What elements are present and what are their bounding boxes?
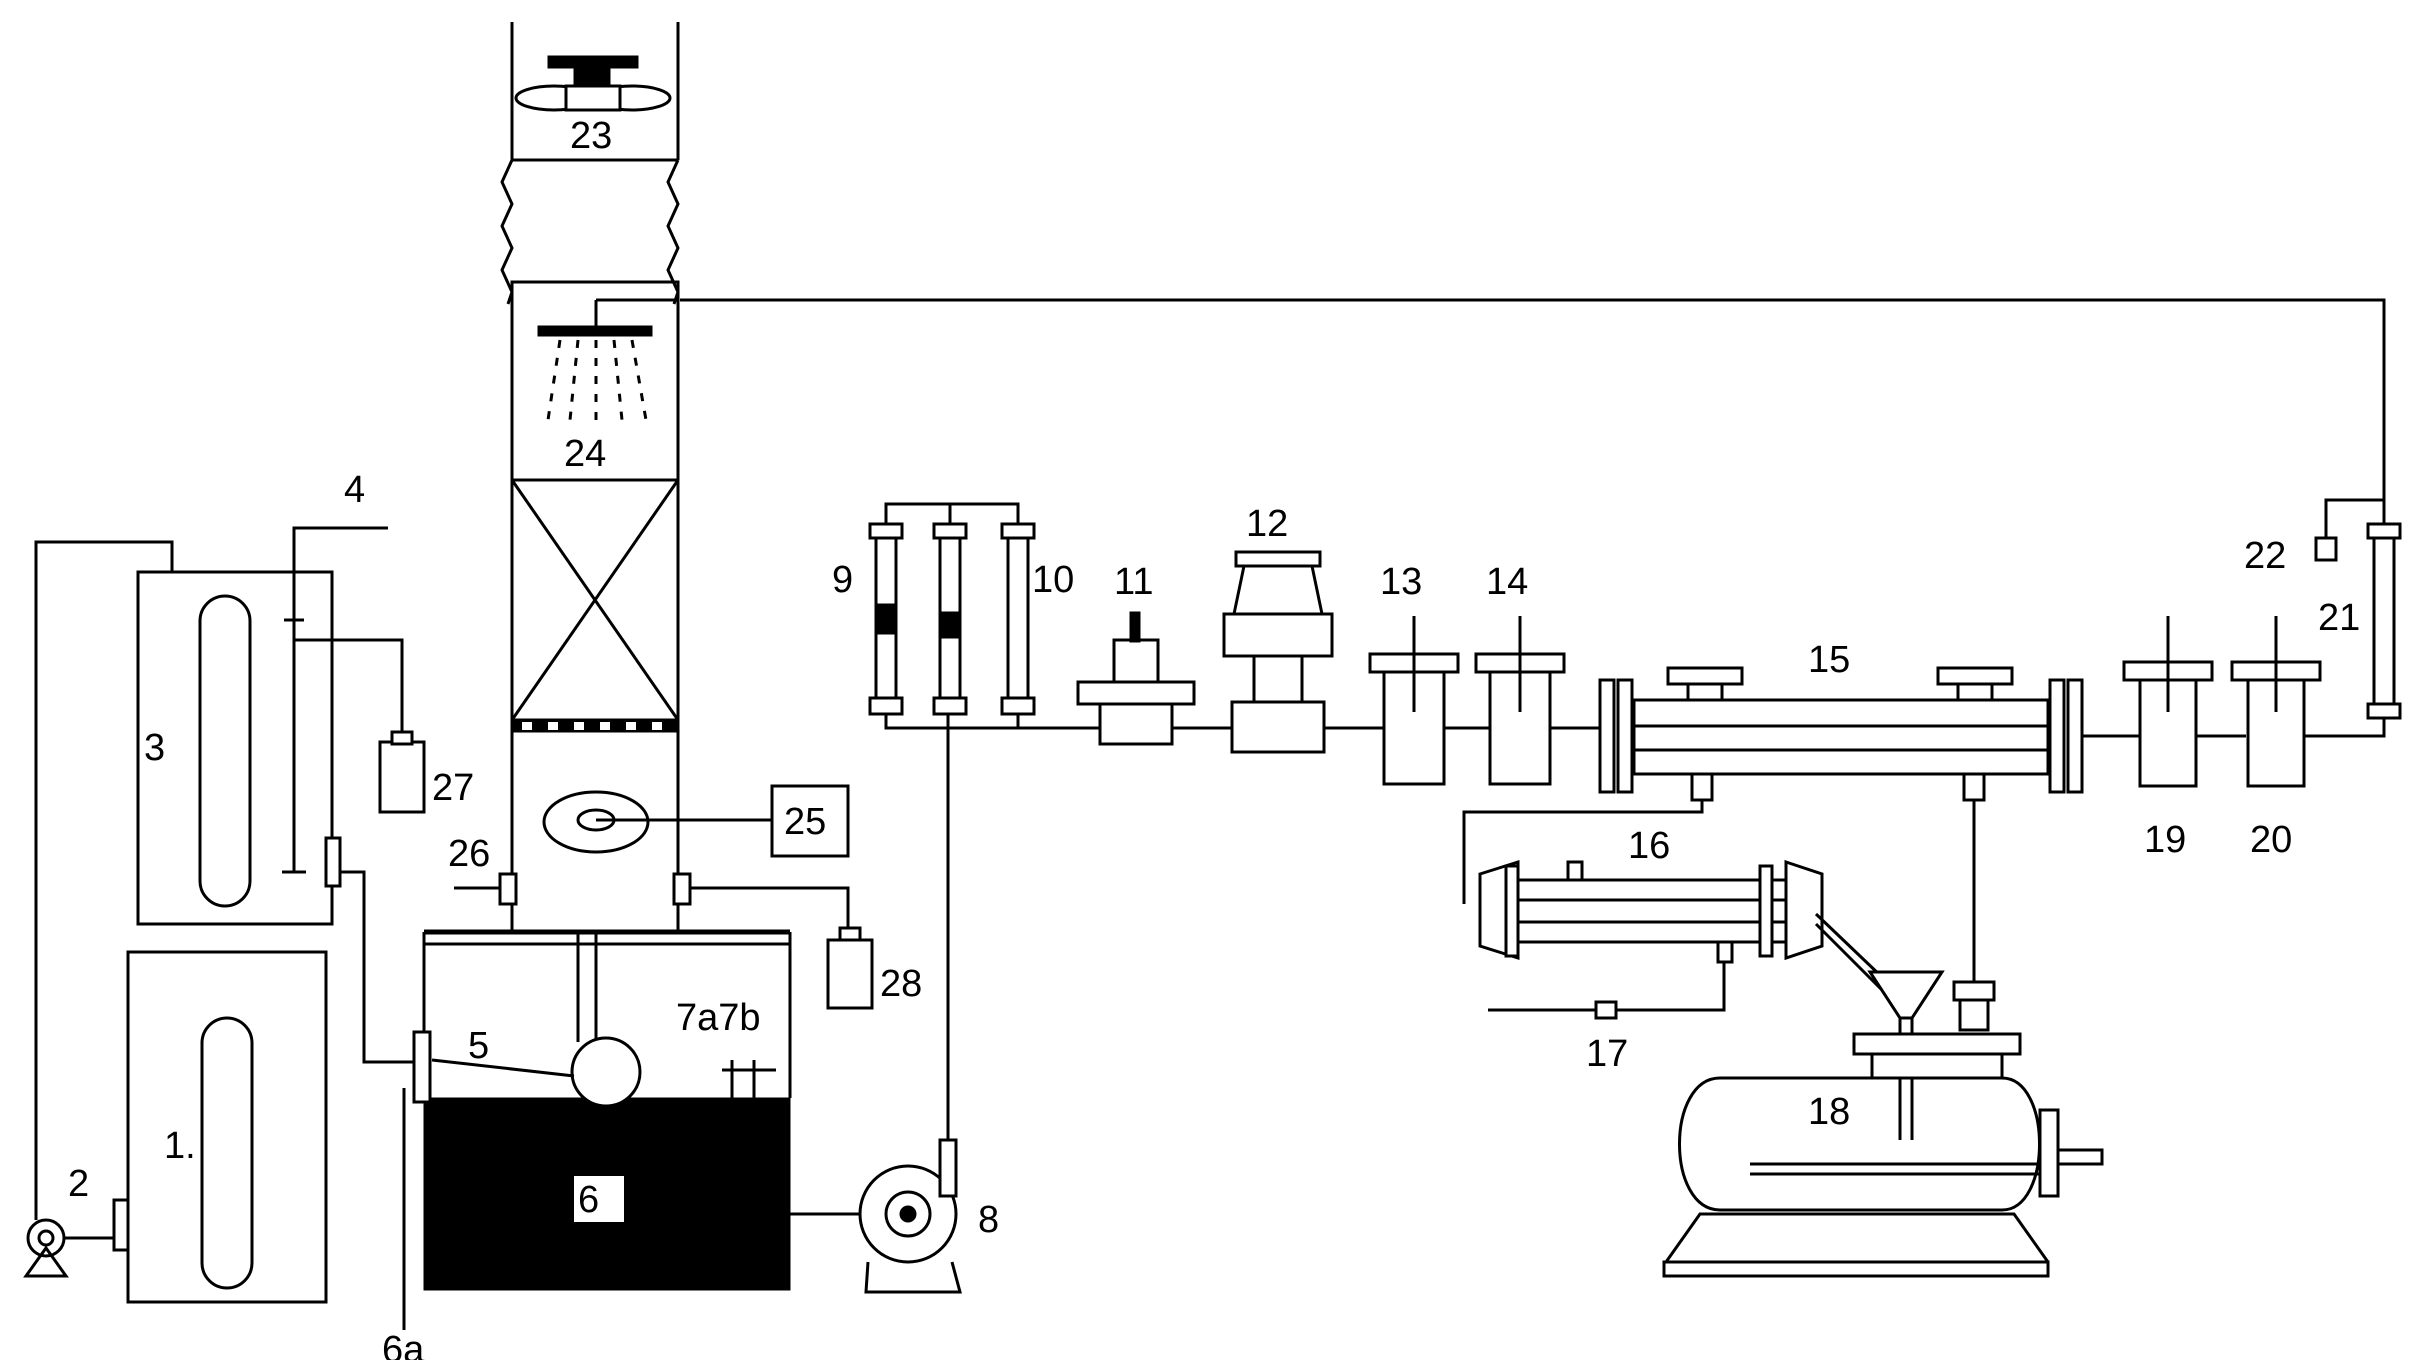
label-7a7b: 7a7b: [676, 997, 761, 1039]
label-20: 20: [2250, 819, 2292, 861]
box-25: [770, 784, 850, 858]
label-26: 26: [448, 833, 490, 875]
label-1: 1.: [164, 1125, 196, 1167]
evaporator-18: [1662, 800, 2104, 1278]
label-12: 12: [1246, 503, 1288, 545]
label-15: 15: [1808, 639, 1850, 681]
label-3: 3: [144, 727, 165, 769]
unit-12: [1222, 550, 1384, 754]
label-6a: 6a: [382, 1329, 425, 1360]
label-16: 16: [1628, 825, 1670, 867]
unit-13: [1368, 616, 1490, 786]
pump-8: [790, 702, 962, 1294]
flowmeter-21: [680, 298, 2402, 720]
label-13: 13: [1380, 561, 1422, 603]
absorption-tower: [500, 22, 680, 934]
label-2: 2: [68, 1163, 89, 1205]
tank-1: [112, 950, 328, 1304]
flowmeters-9-10: [868, 502, 1100, 730]
label-21: 21: [2318, 597, 2360, 639]
pump-2: [23, 1218, 114, 1278]
condenser-16: [1462, 800, 1908, 1020]
exchanger-15: [1598, 666, 2140, 802]
label-19: 19: [2144, 819, 2186, 861]
sprayer-24: [537, 298, 678, 421]
unit-11: [1076, 611, 1232, 746]
label-11: 11: [1114, 561, 1153, 603]
unit-19: [2122, 616, 2246, 788]
label-10: 10: [1032, 559, 1074, 601]
line-4: [292, 526, 388, 872]
tank-3: [136, 570, 342, 926]
vessel-6: [402, 929, 792, 1330]
fan-23: [514, 55, 672, 112]
unit-20: [2230, 616, 2386, 788]
label-22: 22: [2244, 535, 2286, 577]
pipe-3-to-5: [340, 870, 414, 1064]
label-25: 25: [784, 801, 826, 843]
label-27: 27: [432, 767, 474, 809]
label-17: 17: [1586, 1033, 1628, 1075]
label-8: 8: [978, 1199, 999, 1241]
label-24: 24: [564, 433, 606, 475]
label-6: 6: [578, 1179, 599, 1221]
label-9: 9: [832, 559, 853, 601]
unit-14: [1474, 616, 1600, 786]
bottle-27: [378, 740, 426, 814]
label-23: 23: [570, 115, 612, 157]
label-5: 5: [468, 1025, 489, 1067]
label-14: 14: [1486, 561, 1528, 603]
label-18: 18: [1808, 1091, 1850, 1133]
label-4: 4: [344, 469, 365, 511]
bottle-28: [826, 938, 874, 1010]
label-28: 28: [880, 963, 922, 1005]
